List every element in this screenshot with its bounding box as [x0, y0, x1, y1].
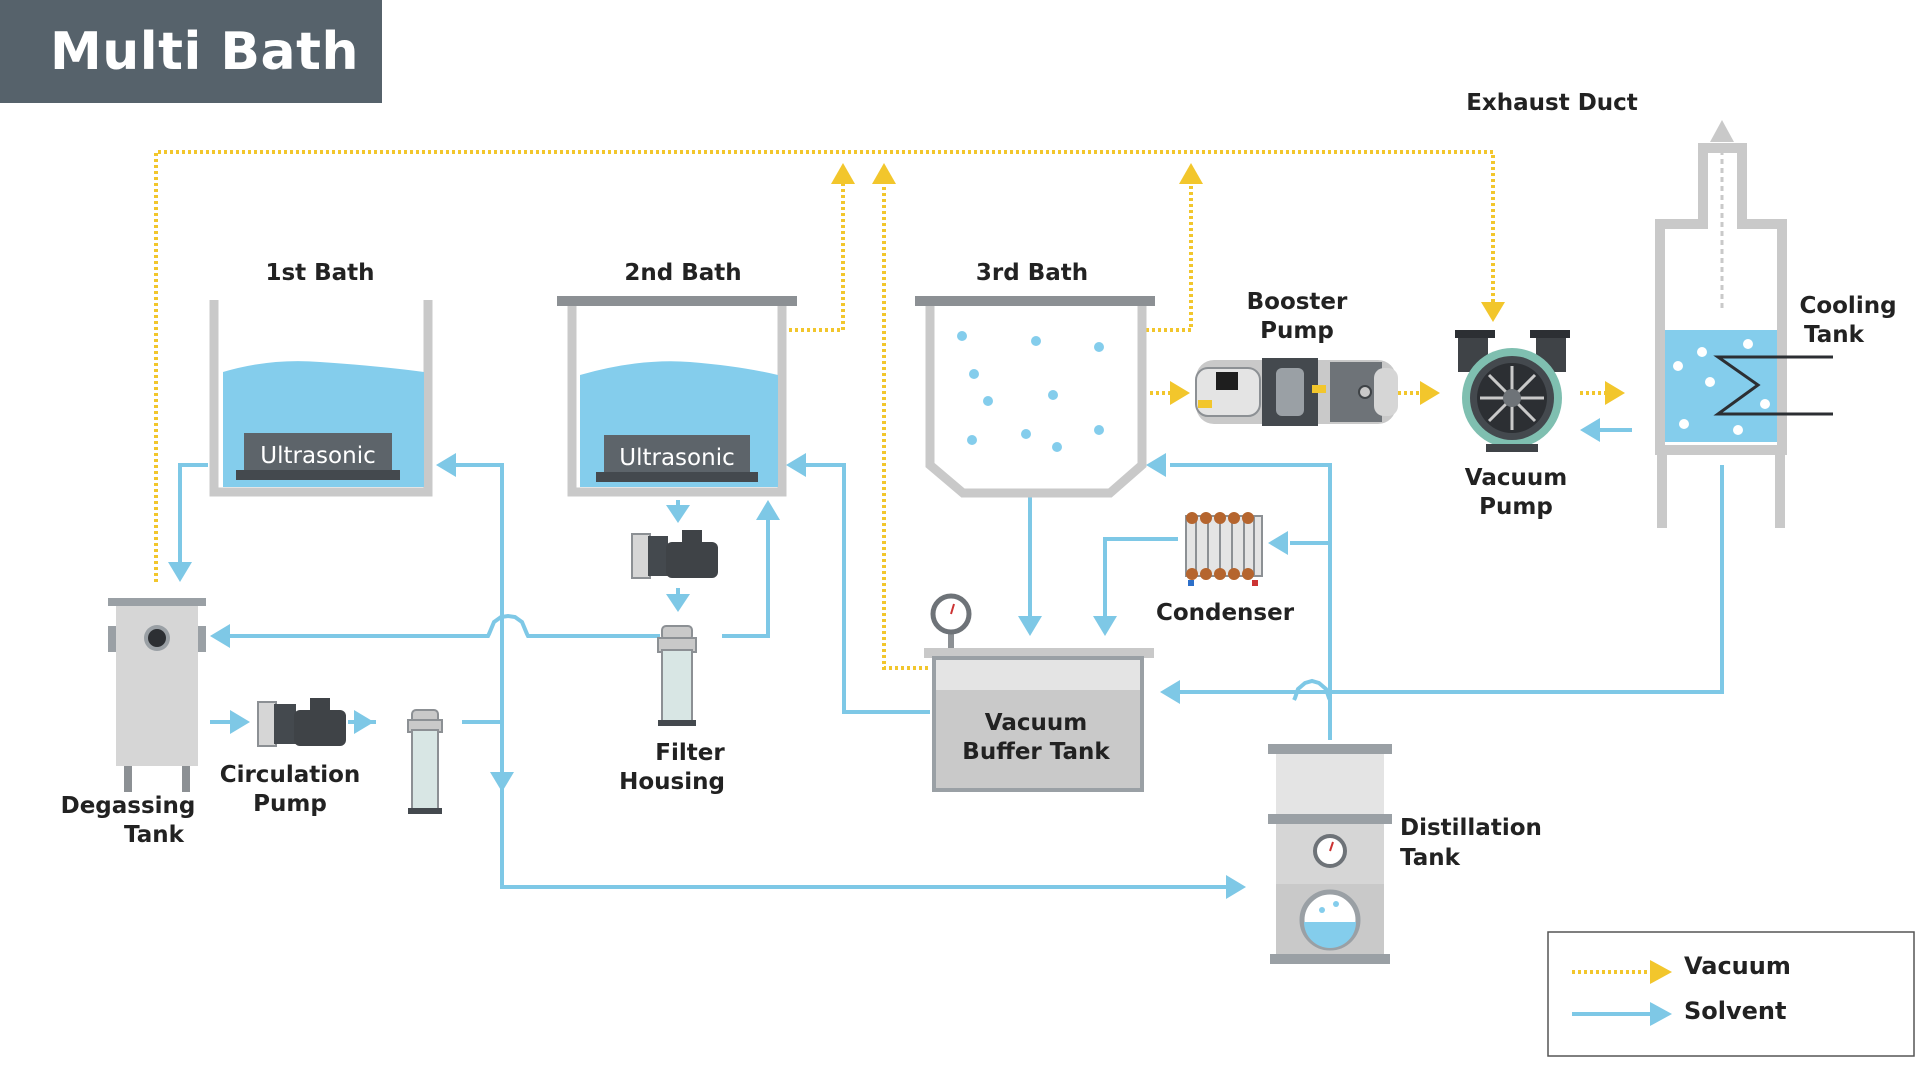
solvent-arrow-icon — [1650, 1002, 1672, 1026]
solvent-line-riser-up — [1170, 463, 1332, 700]
solvent-arrow-filter-bath2 — [756, 500, 780, 520]
circulation-pump-label-1: Circulation — [220, 762, 361, 788]
solvent-arrow-buffer-right — [1160, 680, 1180, 704]
exhaust-duct-label: Exhaust Duct — [1466, 90, 1638, 116]
solvent-line-buffer-bath2 — [800, 463, 930, 714]
bath-2: Ultrasonic — [557, 296, 797, 497]
vacuum-arrow-right-cooling — [1605, 381, 1625, 405]
vacuum-lines — [154, 150, 1605, 670]
bath-1: Ultrasonic — [209, 300, 433, 497]
solvent-arrow-main-down — [490, 772, 514, 792]
vacuum-line-bath2 — [783, 178, 845, 332]
solvent-line-to-distillation — [500, 777, 1228, 889]
solvent-arrow-condenser-buffer — [1093, 616, 1117, 636]
bath-3-label: 3rd Bath — [976, 260, 1088, 286]
solvent-line-filter-to-degassing — [230, 613, 660, 638]
solvent-line-filter-bath2 — [722, 515, 770, 638]
solvent-arrow-bath3-buffer — [1018, 616, 1042, 636]
circulation-pump — [257, 698, 346, 747]
solvent-line-condenser-buffer — [1103, 537, 1178, 620]
booster-pump — [1195, 358, 1398, 426]
vacuum-arrow-right-booster — [1170, 381, 1190, 405]
bath-3 — [915, 296, 1155, 498]
ultrasonic-label-2: Ultrasonic — [619, 445, 734, 471]
vacuum-arrow-right-vacpump — [1420, 381, 1440, 405]
vacuum-arrowheads — [831, 163, 1625, 405]
solvent-arrow-circpump — [230, 710, 250, 734]
cooling-tank — [1655, 120, 1833, 528]
solvent-arrow-degassing-left — [210, 624, 230, 648]
vacuum-arrow-up-1 — [831, 163, 855, 184]
bath-2-pump — [631, 530, 718, 579]
vacuum-line-buffer — [882, 178, 928, 670]
condenser-label: Condenser — [1156, 600, 1295, 626]
solvent-line-main-bath1 — [450, 463, 504, 777]
legend-item-vacuum: Vacuum — [1572, 952, 1791, 984]
circulation-filter — [407, 709, 443, 814]
filter-housing — [657, 625, 697, 726]
vacuum-pump-label-1: Vacuum — [1465, 465, 1567, 491]
condenser — [1185, 512, 1263, 586]
vacuum-buffer-tank — [924, 593, 1154, 792]
vacuum-buffer-tank-label-1: Vacuum — [985, 710, 1087, 736]
degassing-tank-label-1: Degassing — [61, 793, 196, 819]
solvent-lines — [178, 428, 1724, 889]
vacuum-pump-label-2: Pump — [1479, 494, 1553, 520]
distillation-tank-label-1: Distillation — [1400, 815, 1542, 841]
solvent-arrow-bath2 — [786, 453, 806, 477]
solvent-arrow-pump-filter — [666, 594, 690, 612]
solvent-arrow-filter — [354, 710, 374, 734]
solvent-arrow-condenser — [1268, 531, 1288, 555]
circulation-pump-label-2: Pump — [253, 791, 327, 817]
distillation-tank-label-2: Tank — [1400, 845, 1461, 871]
legend-item-solvent: Solvent — [1572, 997, 1786, 1026]
solvent-arrow-bath3 — [1146, 453, 1166, 477]
solvent-line-distillation-riser — [1292, 678, 1332, 740]
legend: Vacuum Solvent — [1547, 931, 1915, 1057]
vacuum-arrow-up-3 — [1179, 163, 1203, 184]
solvent-arrow-bath1 — [436, 453, 456, 477]
cooling-tank-label-2: Tank — [1804, 322, 1865, 348]
vacuum-line-top — [154, 150, 1495, 582]
filter-housing-label-1: Filter — [655, 740, 725, 766]
legend-label-solvent: Solvent — [1684, 997, 1786, 1025]
vacuum-arrow-down-vacpump — [1481, 302, 1505, 322]
legend-label-vacuum: Vacuum — [1684, 952, 1791, 980]
degassing-tank-label-2: Tank — [124, 822, 185, 848]
solvent-arrow-bath2-pump — [666, 505, 690, 523]
filter-housing-label-2: Housing — [619, 769, 725, 795]
degassing-tank — [108, 598, 206, 792]
booster-pump-label-1: Booster — [1247, 289, 1348, 315]
vacuum-pump — [1455, 330, 1570, 452]
bath-2-label: 2nd Bath — [624, 260, 741, 286]
vacuum-line-bath3 — [1140, 178, 1193, 332]
bubbles — [957, 331, 1104, 452]
page-title: Multi Bath — [50, 21, 359, 82]
vacuum-buffer-tank-label-2: Buffer Tank — [962, 739, 1110, 765]
vacuum-arrow-icon — [1650, 960, 1672, 984]
distillation-tank — [1268, 744, 1392, 964]
bath-1-label: 1st Bath — [265, 260, 374, 286]
solvent-arrow-vacpump-return — [1580, 418, 1600, 442]
vacuum-arrow-up-2 — [872, 163, 896, 184]
cooling-tank-label-1: Cooling — [1799, 293, 1896, 319]
solvent-line-bath1-degassing — [178, 463, 208, 568]
solvent-line-cooling-buffer — [1294, 465, 1724, 694]
ultrasonic-label-1: Ultrasonic — [260, 443, 375, 469]
solvent-arrowheads — [168, 418, 1600, 899]
solvent-arrow-distillation — [1226, 875, 1246, 899]
booster-pump-label-2: Pump — [1260, 318, 1334, 344]
solvent-arrow-degassing-down — [168, 562, 192, 582]
title-banner: Multi Bath — [0, 0, 382, 103]
